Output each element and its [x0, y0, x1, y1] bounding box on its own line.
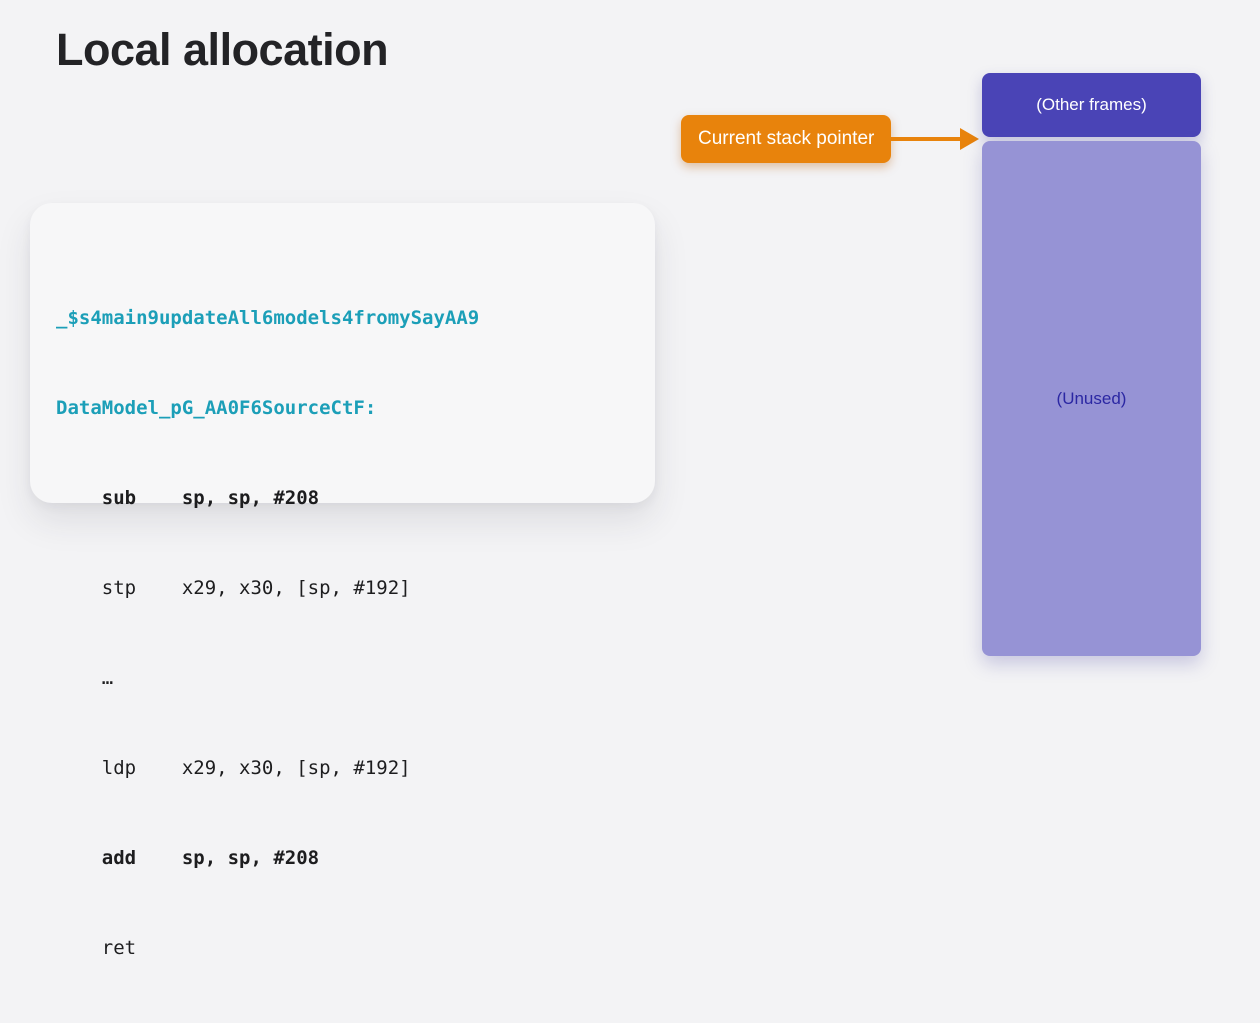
stack-unused-box: (Unused): [982, 141, 1201, 656]
stack-other-frames-box: (Other frames): [982, 73, 1201, 137]
code-line-ellipsis: …: [56, 667, 114, 689]
current-stack-pointer-label: Current stack pointer: [698, 128, 875, 149]
code-line-add: add sp, sp, #208: [56, 847, 320, 869]
code-line-stp: stp x29, x30, [sp, #192]: [56, 577, 411, 599]
pointer-arrow-head-icon: [960, 128, 979, 150]
page-title: Local allocation: [56, 24, 389, 75]
pointer-arrow-line: [884, 137, 963, 141]
assembly-code-card: _$s4main9updateAll6models4fromySayAA9 Da…: [30, 203, 655, 959]
code-line-symbol-2: DataModel_pG_AA0F6SourceCtF:: [56, 397, 377, 419]
assembly-code: _$s4main9updateAll6models4fromySayAA9 Da…: [56, 243, 479, 1023]
code-line-sub: sub sp, sp, #208: [56, 487, 320, 509]
code-line-symbol-1: _$s4main9updateAll6models4fromySayAA9: [56, 307, 480, 329]
unused-label: (Unused): [1056, 388, 1127, 408]
other-frames-label: (Other frames): [1036, 95, 1147, 114]
current-stack-pointer-callout: Current stack pointer: [681, 115, 892, 163]
code-line-ret: ret: [56, 937, 137, 959]
slide: Local allocation _$s4main9updateAll6mode…: [30, 24, 1201, 959]
code-line-ldp: ldp x29, x30, [sp, #192]: [56, 757, 411, 779]
